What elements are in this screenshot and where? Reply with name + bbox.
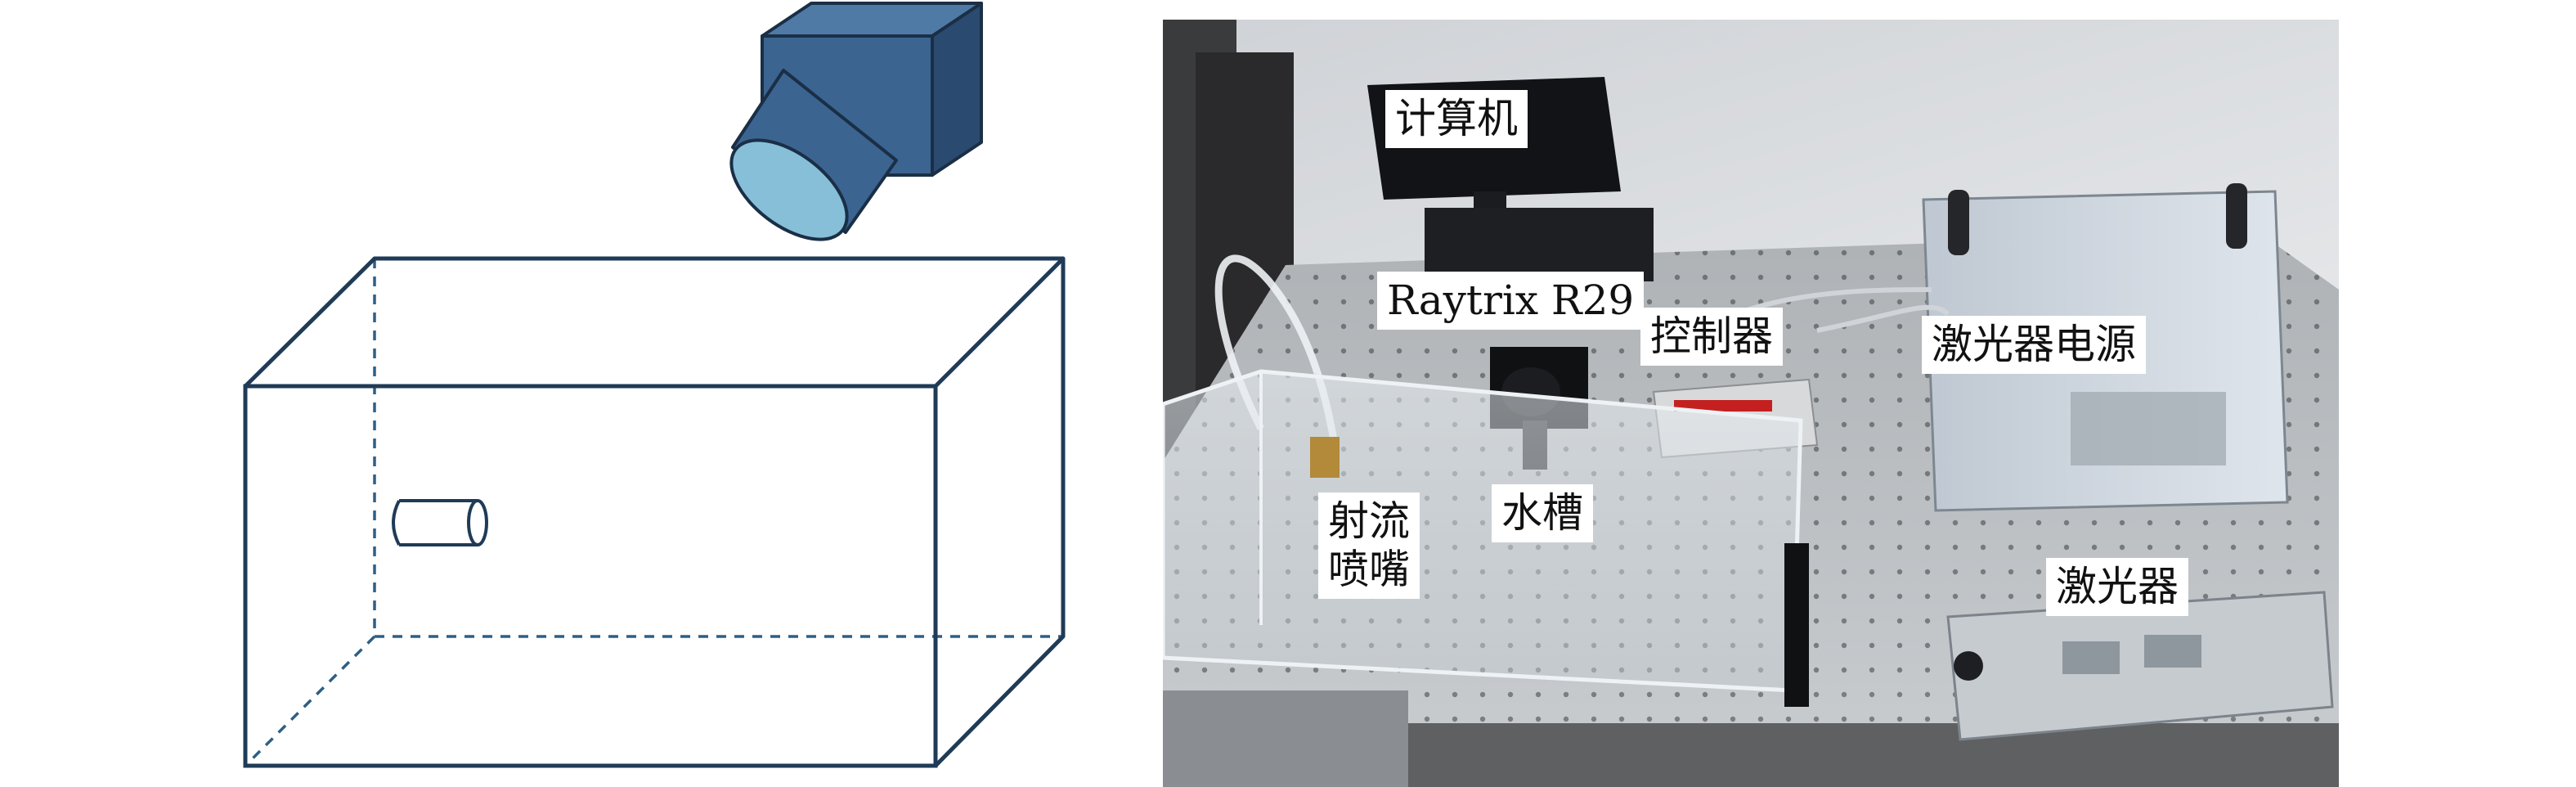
laser-panel xyxy=(2144,635,2201,668)
label-camera: Raytrix R29 xyxy=(1377,272,1645,330)
nozzle-fitting xyxy=(1310,437,1340,478)
label-water-tank: 水槽 xyxy=(1492,484,1593,542)
tank-front-face xyxy=(243,384,938,768)
label-computer: 计算机 xyxy=(1385,90,1528,148)
tank-hidden-edge xyxy=(244,635,376,767)
nozzle-body xyxy=(392,499,478,546)
lower-shelf xyxy=(1163,690,1408,787)
label-jet-nozzle: 射流 喷嘴 xyxy=(1318,492,1420,599)
camera-lens-face xyxy=(729,138,849,241)
photo-scene xyxy=(1163,20,2339,787)
cables xyxy=(1734,287,1950,333)
tank-clamp xyxy=(1784,543,1809,707)
psu-handle-right xyxy=(2226,183,2247,249)
label-controller: 控制器 xyxy=(1640,308,1783,366)
laser-aperture xyxy=(1954,651,1983,681)
tank-top-edge xyxy=(934,257,1065,388)
schematic-diagram xyxy=(243,2,1066,768)
nozzle-outlet xyxy=(467,499,488,546)
water-tank-box xyxy=(243,256,1066,768)
laser-panel xyxy=(2062,641,2120,674)
nozzle-icon xyxy=(392,499,488,546)
experiment-photo: 计算机 Raytrix R29 控制器 激光器电源 射流 喷嘴 水槽 激光器 xyxy=(1163,20,2339,787)
psu-vent xyxy=(2071,392,2226,465)
tank-visible-edges xyxy=(244,256,1066,767)
laser-head xyxy=(1946,591,2334,741)
label-laser-power-supply: 激光器电源 xyxy=(1922,316,2146,374)
label-laser: 激光器 xyxy=(2046,558,2188,616)
water-tank xyxy=(1163,369,1803,693)
controller-display xyxy=(1674,400,1772,411)
psu-handle-left xyxy=(1948,190,1969,255)
computer-base xyxy=(1425,208,1654,281)
camera-icon xyxy=(729,2,983,241)
